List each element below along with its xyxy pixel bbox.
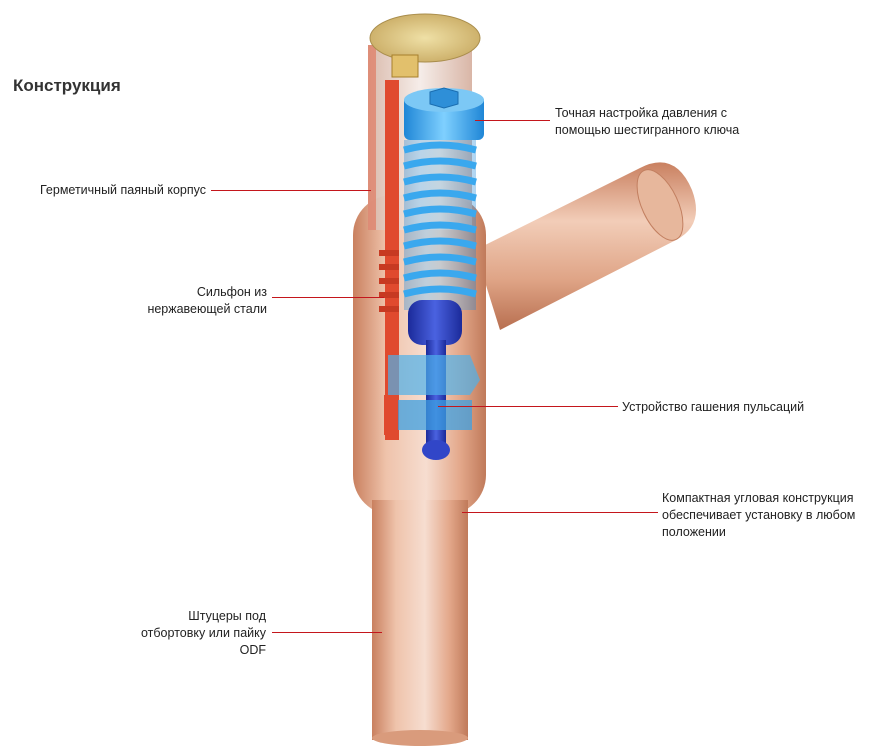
callout-fittings: Штуцеры под отбортовку или пайку ODF [141, 609, 266, 657]
hex-adjusting-nut [404, 87, 484, 140]
leader-line-pulsation-damper [438, 406, 618, 407]
top-cap [369, 13, 481, 78]
callout-bellows: Сильфон из нержавеющей стали [147, 285, 267, 316]
callout-hermetic-body: Герметичный паяный корпус [39, 183, 206, 197]
leader-line-fittings [272, 632, 382, 633]
callout-compact-angle: Компактная угловая конструкция обеспечив… [662, 491, 856, 539]
leader-line-pressure-adjust [475, 120, 550, 121]
callout-pulsation-damper: Устройство гашения пульсаций [622, 400, 805, 414]
leader-line-bellows [272, 297, 384, 298]
side-branch-pipe [475, 162, 697, 330]
leader-line-compact-angle [462, 512, 658, 513]
leader-line-hermetic-body [211, 190, 371, 191]
bellows-section [379, 80, 399, 440]
page-title: Конструкция [13, 76, 121, 95]
callout-pressure-adjust: Точная настройка давления с помощью шест… [555, 106, 740, 137]
adjusting-spring [403, 140, 477, 310]
pulsation-damper [384, 355, 480, 435]
